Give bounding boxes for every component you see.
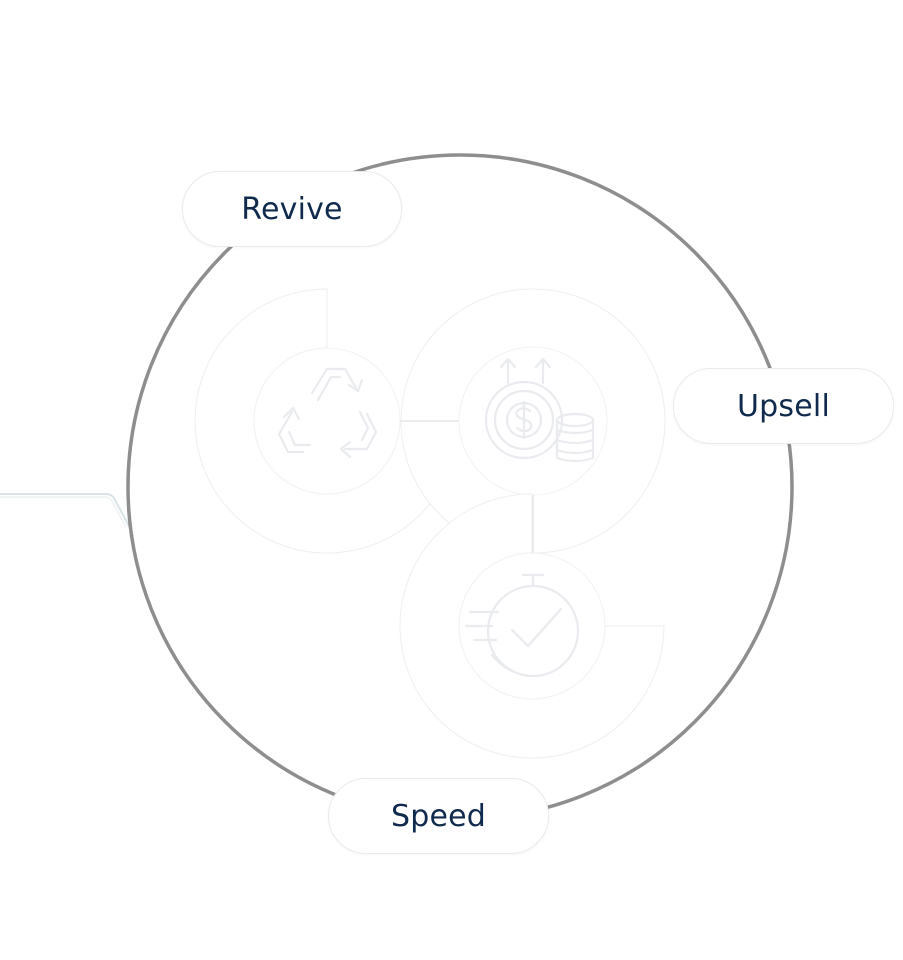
label-pill-speed: Speed xyxy=(328,778,549,854)
upsell-inner-disc xyxy=(458,346,608,496)
stopwatch-check-icon xyxy=(464,573,580,678)
label-pill-revive: Revive xyxy=(182,171,402,247)
speed-node xyxy=(399,493,665,759)
recycle-icon xyxy=(277,367,378,459)
incoming-connector-shadow xyxy=(0,496,127,528)
label-speed: Speed xyxy=(390,798,487,834)
label-revive: Revive xyxy=(241,191,343,227)
coins-growth-icon xyxy=(484,357,595,463)
revive-node xyxy=(194,288,460,554)
label-pill-upsell: Upsell xyxy=(673,368,894,444)
speed-inner-disc xyxy=(458,552,606,700)
upsell-node xyxy=(400,288,666,554)
label-upsell: Upsell xyxy=(737,388,830,424)
incoming-connector xyxy=(0,493,134,537)
